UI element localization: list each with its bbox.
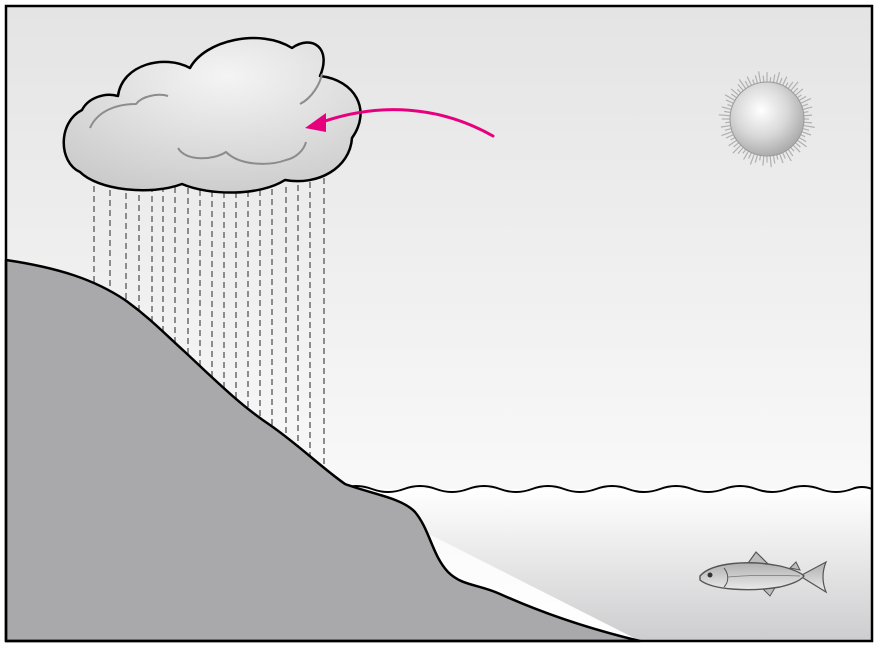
sun-ray xyxy=(762,154,765,166)
sun-ray xyxy=(787,148,794,157)
sun-ray xyxy=(738,79,747,90)
sun-ray xyxy=(797,95,807,102)
sun-ray xyxy=(792,144,801,153)
fish-eye xyxy=(707,572,713,578)
fish-gill xyxy=(723,567,729,588)
sun-ray xyxy=(732,144,742,154)
sun-ray xyxy=(721,106,733,111)
sun-ray xyxy=(789,81,799,92)
sun-ray xyxy=(746,76,753,87)
hill xyxy=(4,258,642,643)
sun-ray xyxy=(796,139,807,148)
sun-ray xyxy=(721,130,734,137)
sun-ray xyxy=(775,72,781,85)
arrow-shaft xyxy=(320,108,495,138)
fish-body xyxy=(699,562,805,591)
sun-ray xyxy=(800,130,812,136)
sun-ray xyxy=(781,76,788,87)
sun-ray xyxy=(772,74,776,84)
water-surface xyxy=(339,485,873,493)
sun-ray xyxy=(794,88,804,97)
sun-ray xyxy=(724,94,737,102)
sun-ray xyxy=(772,154,776,164)
water xyxy=(340,489,872,641)
sun-ray xyxy=(737,146,745,154)
sun-disc xyxy=(729,81,805,157)
rain xyxy=(93,176,325,464)
arrow-head xyxy=(305,113,326,132)
sun-ray xyxy=(730,88,740,97)
sun-ray xyxy=(758,71,762,84)
cloud xyxy=(62,36,362,194)
sun-ray xyxy=(787,81,794,90)
sun-ray xyxy=(778,152,784,164)
sun-ray xyxy=(799,97,812,105)
sun-ray xyxy=(728,139,738,147)
sun-ray xyxy=(754,75,759,85)
cloud-shape xyxy=(62,36,362,194)
sun-icon xyxy=(718,71,815,168)
sun-ray xyxy=(725,99,735,105)
fish-tail xyxy=(798,560,828,594)
cloud-contours xyxy=(89,73,323,165)
sun-ray xyxy=(725,133,735,139)
sun-ray xyxy=(769,154,772,168)
sun-ray xyxy=(754,153,759,163)
sun-ray xyxy=(797,136,807,143)
sun-ray xyxy=(718,114,732,117)
fish-icon xyxy=(699,551,828,597)
sun-ray xyxy=(737,84,745,92)
frame xyxy=(4,4,874,643)
sun-ray xyxy=(743,149,750,160)
sun-ray xyxy=(802,124,815,128)
sun-ray xyxy=(749,152,756,165)
fish-lateral-line xyxy=(727,574,801,578)
sun-ray xyxy=(801,106,813,111)
sun-ray xyxy=(802,114,813,117)
sun-ray xyxy=(802,121,813,124)
fish-tail-fin-top xyxy=(788,561,801,571)
sun-ray xyxy=(720,124,732,128)
sun-ray xyxy=(784,149,792,162)
arrow-icon xyxy=(305,108,495,138)
